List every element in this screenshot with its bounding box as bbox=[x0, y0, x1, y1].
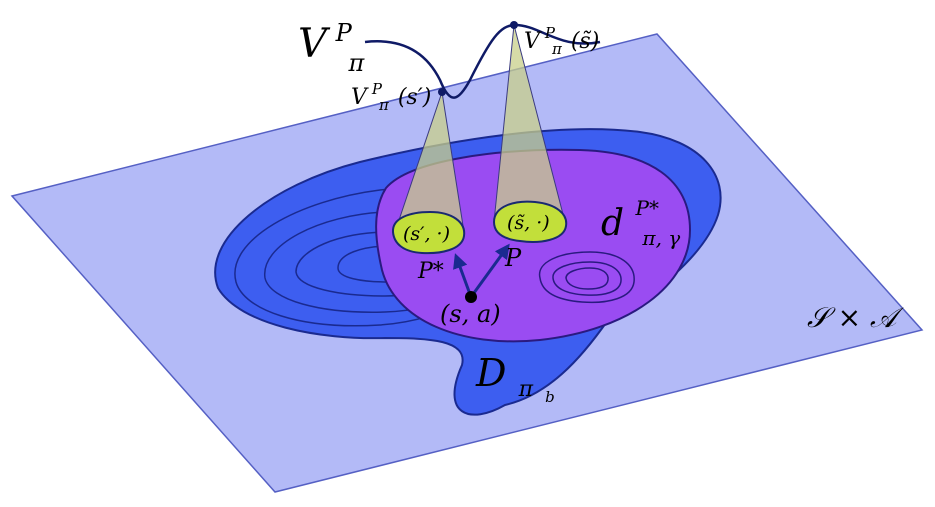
transition-arrow-p-star bbox=[453, 253, 473, 298]
label-p: P bbox=[504, 244, 522, 272]
label-p-star: P* bbox=[417, 259, 444, 284]
state-region-s-tilde bbox=[492, 200, 568, 243]
occupancy-contour-1 bbox=[538, 251, 635, 304]
label-occupancy: d P* π, γ bbox=[601, 183, 680, 250]
occupancy-contour-2 bbox=[552, 261, 622, 296]
transition-arrow-p bbox=[469, 243, 510, 298]
label-value-s-prime: V P π (s′) bbox=[351, 75, 431, 116]
label-state-action: (s, a) bbox=[440, 300, 501, 328]
label-value-function: V P π bbox=[298, 5, 365, 77]
label-s-prime-dot: (s′, ·) bbox=[403, 223, 450, 245]
value-point-s-prime bbox=[438, 88, 446, 96]
label-dataset: D π b bbox=[475, 351, 555, 406]
value-point-s-tilde bbox=[510, 21, 518, 29]
state-region-s-prime bbox=[391, 210, 466, 255]
value-function-curve bbox=[364, 23, 601, 99]
label-value-s-tilde: V P π (s̃) bbox=[524, 19, 599, 60]
state-action-point bbox=[465, 291, 477, 303]
label-s-tilde-dot: (s̃, ·) bbox=[507, 212, 550, 234]
occupancy-contour-3 bbox=[565, 267, 609, 290]
label-state-action-space: 𝒮 × 𝒜 bbox=[807, 301, 904, 334]
